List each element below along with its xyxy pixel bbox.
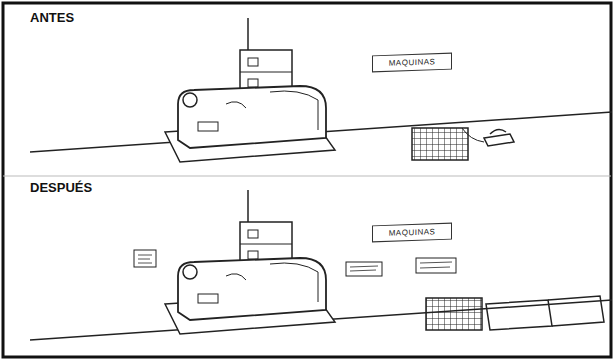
panel-heading: DESPUÉS: [30, 180, 92, 195]
floor-marking: [486, 300, 552, 330]
phone-cable: [462, 128, 484, 142]
floor-marking: [548, 296, 604, 326]
sign-scribble: [138, 255, 152, 263]
machine-drawing: [165, 190, 335, 334]
parts-crate: [412, 128, 468, 160]
panel-heading: ANTES: [30, 10, 74, 25]
panel-divider: [3, 176, 611, 177]
wall-sign: [416, 258, 456, 273]
wall-sign: [134, 250, 156, 267]
sign-text: MAQUINAS: [389, 57, 436, 68]
sign-scribble: [350, 266, 378, 271]
outer-frame: [3, 3, 611, 357]
machine-sign: MAQUINAS: [372, 223, 452, 243]
sign-scribble: [420, 262, 452, 268]
telephone: [484, 129, 514, 146]
sign-text: MAQUINAS: [389, 227, 436, 238]
wall-sign: [346, 262, 382, 276]
parts-crate: [426, 298, 482, 330]
machine-sign: MAQUINAS: [372, 53, 452, 73]
machine-drawing: [165, 18, 335, 162]
